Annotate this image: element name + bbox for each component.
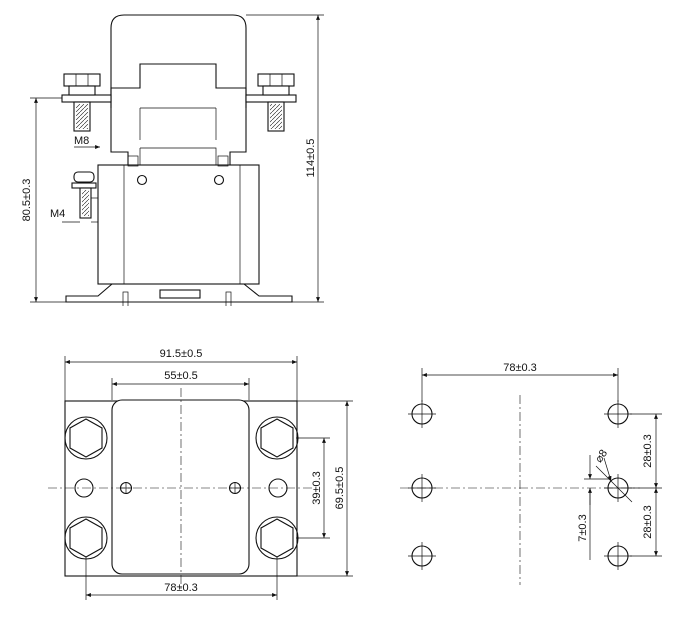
overall-depth-dimension: 69.5±0.5	[334, 467, 346, 510]
top-view: 91.5±0.5 55±0.5 78±0.3 39±0.3 69.5±0.5	[48, 348, 353, 600]
overall-height-dimension: 114±0.5	[305, 139, 317, 178]
mounting-hole-pattern: 78±0.3 ⌀8 28±0.3 28±0.3 7±0.3	[400, 362, 662, 585]
hole-right-bottom	[604, 542, 632, 570]
terminal-nut-bl	[64, 516, 108, 560]
terminal-nut-br	[255, 516, 299, 560]
terminal-nut-tr	[255, 416, 299, 460]
hole-left-top	[408, 400, 436, 428]
terminal-nut-tl	[64, 416, 108, 460]
hole-diameter-label: ⌀8	[593, 448, 610, 465]
hole-right-top	[604, 400, 632, 428]
front-view: M8 M4 80.5±0.3 114±0.5	[21, 14, 324, 306]
thread-m8-label: M8	[74, 135, 89, 147]
offset-dimension: 7±0.3	[577, 514, 589, 541]
thread-m4-label: M4	[50, 208, 65, 220]
hole-left-middle	[408, 474, 436, 502]
stud-pitch-dimension: 39±0.3	[311, 471, 323, 505]
hole-left-bottom	[408, 542, 436, 570]
lower-pitch-dimension: 28±0.3	[642, 505, 654, 539]
mount-width-dimension: 78±0.3	[164, 582, 198, 594]
pattern-width-dimension: 78±0.3	[503, 362, 537, 374]
upper-pitch-dimension: 28±0.3	[642, 434, 654, 468]
cover-width-dimension: 55±0.5	[164, 370, 198, 382]
body-height-dimension: 80.5±0.3	[21, 179, 33, 222]
overall-width-dimension: 91.5±0.5	[160, 348, 203, 360]
